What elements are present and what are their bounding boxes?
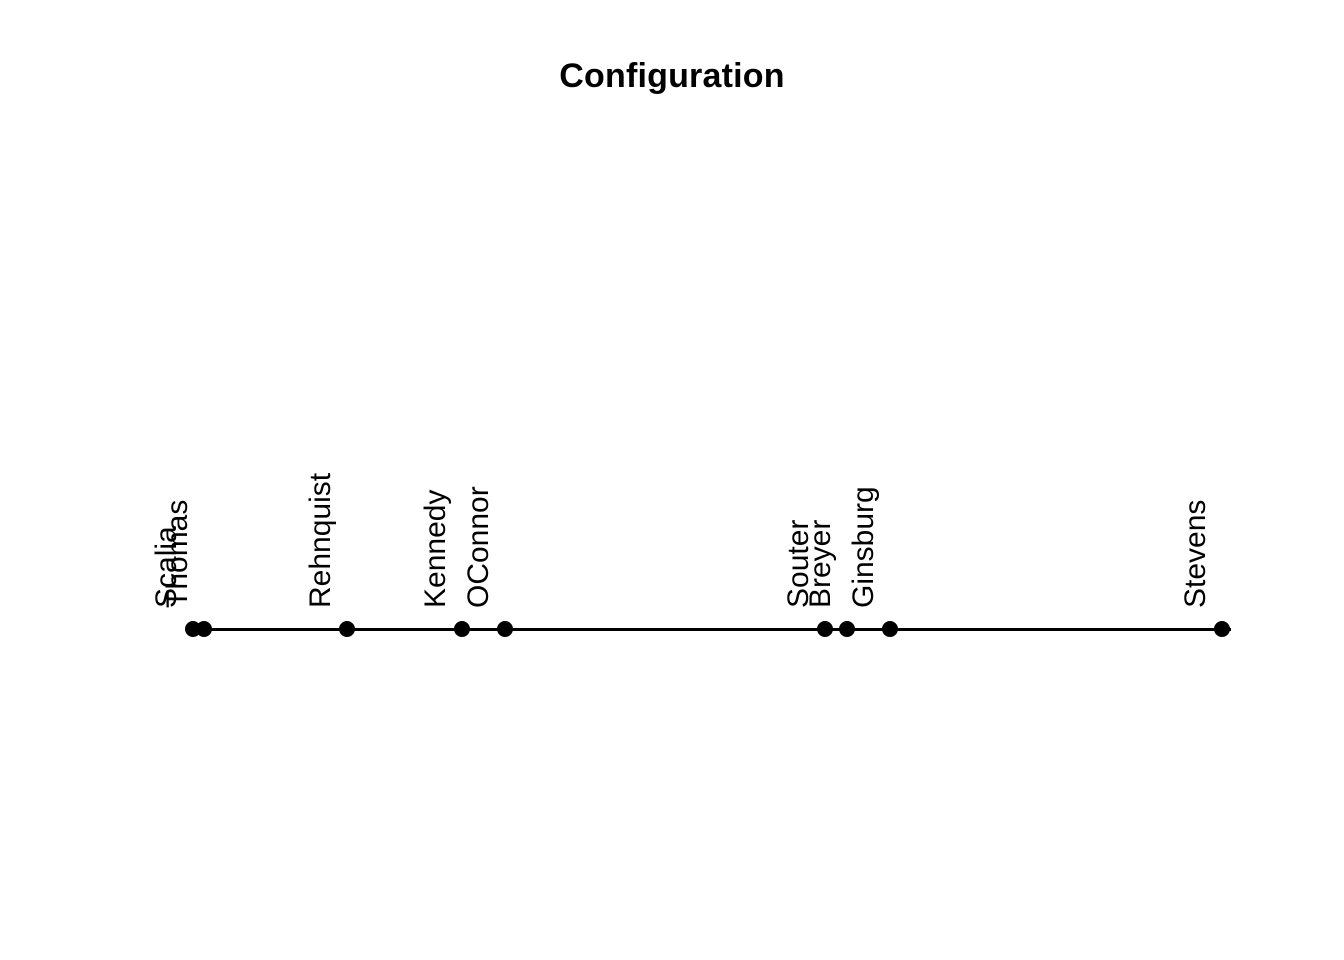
data-point <box>196 621 212 637</box>
data-point <box>839 621 855 637</box>
point-label: Rehnquist <box>304 472 337 608</box>
point-label: Stevens <box>1179 499 1212 608</box>
point-label: Kennedy <box>419 489 452 608</box>
point-label: Breyer <box>804 519 837 608</box>
data-point <box>882 621 898 637</box>
data-point <box>497 621 513 637</box>
point-label: Ginsburg <box>847 486 880 608</box>
point-label: OConnor <box>462 486 495 608</box>
data-point <box>817 621 833 637</box>
page-title: Configuration <box>559 57 785 95</box>
point-label: Thomas <box>161 499 194 608</box>
axis-line <box>190 628 1231 631</box>
data-point <box>1214 621 1230 637</box>
data-point <box>454 621 470 637</box>
data-point <box>339 621 355 637</box>
